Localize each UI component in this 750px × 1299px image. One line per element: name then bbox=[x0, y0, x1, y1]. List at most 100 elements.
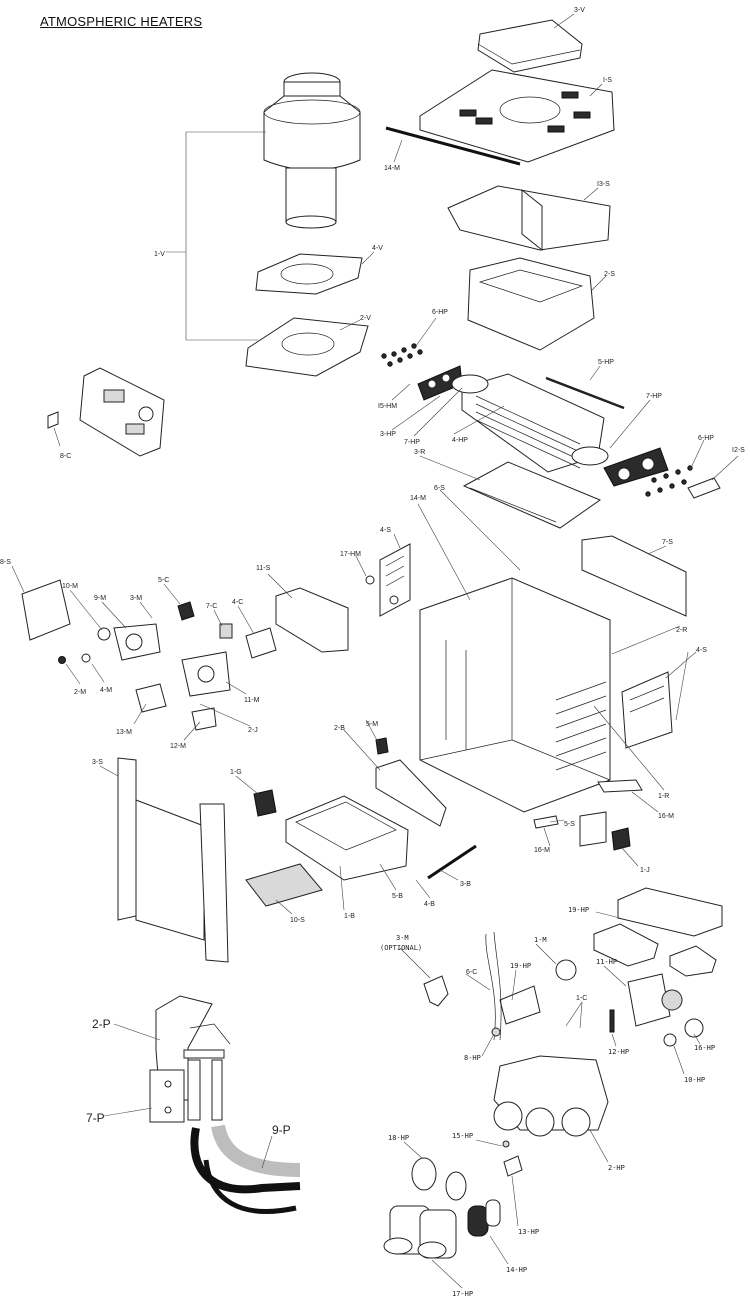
callout-label: 19-HP bbox=[568, 906, 589, 914]
gas-valve-9m bbox=[113, 623, 161, 661]
callout-label: 18-HP bbox=[388, 1134, 409, 1142]
ring-17hm bbox=[365, 575, 375, 585]
callout-label: 2-P bbox=[92, 1017, 111, 1031]
callout-label: 4-V bbox=[372, 245, 383, 252]
fitting-8hp bbox=[491, 1027, 501, 1037]
union-17hp bbox=[383, 1205, 457, 1259]
cabinet-frame bbox=[419, 577, 611, 813]
callout-label: 2-V bbox=[360, 315, 371, 322]
panel-11s bbox=[275, 587, 349, 653]
callout-label: 4-B bbox=[424, 901, 435, 908]
baffle-4s-right bbox=[621, 671, 673, 749]
callout-label: 1-J bbox=[640, 867, 650, 874]
callout-label: 12-M bbox=[170, 743, 186, 750]
bracket-19hp bbox=[499, 985, 541, 1025]
callout-label: 4-HP bbox=[452, 437, 468, 444]
callout-label: 1-C bbox=[576, 995, 587, 1002]
bypass-rail-19hp bbox=[593, 887, 723, 977]
callout-label: 8-S bbox=[0, 559, 11, 566]
pilot-assembly bbox=[149, 995, 231, 1123]
callout-label: 2-S bbox=[604, 271, 615, 278]
callout-label: 11-S bbox=[256, 565, 271, 572]
callout-label: I2-S bbox=[732, 447, 745, 454]
knob-13m bbox=[135, 683, 167, 713]
ring-2m bbox=[58, 656, 66, 664]
callout-label: 6-HP bbox=[432, 309, 448, 316]
callout-label: 16-HP bbox=[694, 1044, 715, 1052]
pilot-tube-9p bbox=[211, 1124, 301, 1177]
panel-8s bbox=[21, 579, 71, 641]
callout-label: 9-M bbox=[94, 595, 106, 602]
manifold-2b bbox=[375, 759, 447, 827]
callout-label: 5-M bbox=[366, 721, 378, 728]
coil-7c bbox=[219, 623, 233, 639]
burner-rack-3r bbox=[462, 461, 602, 529]
control-board bbox=[47, 367, 165, 457]
callout-label: 11-HP bbox=[596, 958, 617, 966]
callout-label: 4-M bbox=[100, 687, 112, 694]
callout-label: 4-S bbox=[380, 527, 391, 534]
bracket-5s bbox=[579, 811, 607, 847]
callout-label: 3-M bbox=[396, 934, 409, 942]
callout-label: 3-B bbox=[460, 881, 471, 888]
callout-label: 3-M bbox=[130, 595, 142, 602]
callout-label: 14-M bbox=[384, 165, 400, 172]
plate-16m-b bbox=[597, 779, 643, 793]
callout-label: 14-M bbox=[410, 495, 426, 502]
ring-4m bbox=[81, 653, 91, 663]
callout-label: 6-C bbox=[466, 969, 477, 976]
callout-label: 3-HP bbox=[380, 431, 396, 438]
callout-label: 2-B bbox=[334, 725, 345, 732]
burner-tray-1b bbox=[285, 795, 409, 881]
callout-label: 15-HP bbox=[452, 1132, 473, 1140]
plate-16m bbox=[533, 815, 559, 829]
callout-label: 4-S bbox=[696, 647, 707, 654]
callout-label: 10-HP bbox=[684, 1076, 705, 1084]
callout-label: 1-R bbox=[658, 793, 669, 800]
callout-label: 10-S bbox=[290, 917, 305, 924]
callout-label: 5-HP bbox=[598, 359, 614, 366]
callout-label: 17-HP bbox=[452, 1290, 473, 1298]
pilot-cable bbox=[203, 1159, 297, 1214]
callout-label: 16-M bbox=[534, 847, 550, 854]
side-baffle-grid bbox=[555, 681, 607, 771]
callout-label: (OPTIONAL) bbox=[380, 944, 422, 952]
callout-label: 5-B bbox=[392, 893, 403, 900]
draft-hood-assembly bbox=[263, 72, 361, 229]
bracket-12s bbox=[687, 477, 721, 499]
callout-label: 7-S bbox=[662, 539, 673, 546]
gasket-7hp-right bbox=[571, 446, 609, 466]
plug-15hp bbox=[502, 1140, 510, 1148]
top-cap-3v bbox=[477, 19, 583, 73]
callout-label: 13-HP bbox=[518, 1228, 539, 1236]
callout-label: 1-V bbox=[154, 251, 165, 258]
callout-label: I5-HM bbox=[378, 403, 397, 410]
callout-labels: 3-V I-S 14-M I3-S 1-V 4-V 2-S 2-V 6-HP 5… bbox=[0, 7, 745, 1298]
callout-label: 1-M bbox=[534, 936, 547, 944]
baffle-4s-left bbox=[379, 543, 411, 617]
access-door-3s bbox=[117, 757, 229, 963]
gasket-16hp bbox=[684, 1018, 704, 1038]
flow-valve-11hp bbox=[609, 973, 683, 1033]
pressure-switch-1m bbox=[555, 959, 577, 981]
o-ring-18hp-b bbox=[445, 1171, 467, 1201]
page-title: ATMOSPHERIC HEATERS bbox=[40, 14, 203, 29]
ring-10m bbox=[97, 627, 111, 641]
callout-label: 8-HP bbox=[464, 1054, 481, 1062]
ring-10hp bbox=[663, 1033, 677, 1047]
gasket-7hp-left bbox=[451, 374, 489, 394]
callout-label: 6-HP bbox=[698, 435, 714, 442]
bolt-set-right bbox=[645, 465, 693, 497]
callout-label: 6-S bbox=[434, 485, 445, 492]
callout-label: 5-S bbox=[564, 821, 575, 828]
drain-13hp bbox=[503, 1155, 523, 1177]
callout-label: 16-M bbox=[658, 813, 674, 820]
gas-valve-11m bbox=[181, 651, 231, 697]
callout-label: 17-HM bbox=[340, 551, 361, 558]
callout-label: 3-V bbox=[574, 7, 585, 14]
junction-1j bbox=[611, 827, 631, 851]
callout-label: 2-J bbox=[248, 727, 258, 734]
flue-collector-13s bbox=[447, 185, 611, 252]
